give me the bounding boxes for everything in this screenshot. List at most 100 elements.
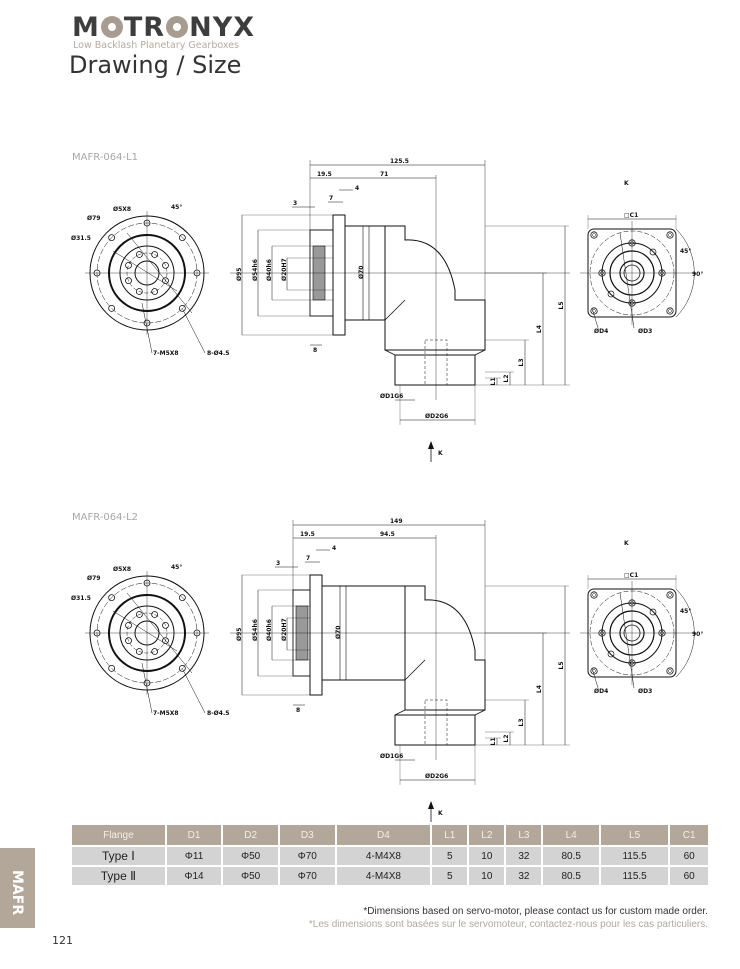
dim-7: 7 bbox=[306, 555, 310, 562]
pcd-outer-label: Ø79 bbox=[87, 215, 100, 222]
k-view-title: K bbox=[624, 540, 629, 547]
table-cell: 4-M4X8 bbox=[334, 845, 432, 866]
dim-8: 8 bbox=[296, 707, 300, 714]
dim-dia20: Ø20H7 bbox=[281, 618, 288, 641]
logo-part: NYX bbox=[189, 12, 256, 43]
view-arrow-icon bbox=[428, 801, 434, 822]
dim-L2: L2 bbox=[503, 735, 510, 743]
angle-45-label: 45° bbox=[680, 608, 691, 615]
dim-L3: L3 bbox=[518, 359, 525, 367]
k-view-title: K bbox=[624, 180, 629, 187]
c1-label: □C1 bbox=[624, 212, 638, 219]
table-cell: 80.5 bbox=[541, 845, 600, 866]
dim-4: 4 bbox=[355, 185, 359, 192]
dim-4: 4 bbox=[332, 545, 336, 552]
dim-a: 19.5 bbox=[300, 531, 315, 538]
column-header: L1 bbox=[430, 825, 469, 846]
pcd-inner-label: Ø31.5 bbox=[71, 595, 91, 602]
column-header: L2 bbox=[467, 825, 506, 846]
footnote-en: *Dimensions based on servo-motor, please… bbox=[363, 906, 708, 917]
dim-8: 8 bbox=[313, 347, 317, 354]
dim-L2: L2 bbox=[503, 375, 510, 383]
dim-D2: ØD2G6 bbox=[425, 773, 448, 780]
table-cell: 5 bbox=[430, 865, 469, 885]
dim-dia70: Ø70 bbox=[335, 626, 342, 639]
table-cell: 60 bbox=[668, 865, 708, 885]
dim-L4: L4 bbox=[536, 325, 543, 333]
arrow-label: K bbox=[438, 810, 443, 817]
angle-label: 45° bbox=[171, 204, 182, 211]
dim-L1: L1 bbox=[490, 738, 497, 746]
dim-3: 3 bbox=[276, 560, 280, 567]
table-cell: Φ50 bbox=[221, 865, 280, 885]
c1-label: □C1 bbox=[624, 572, 638, 579]
table-cell: Type Ⅰ bbox=[72, 845, 166, 866]
dim-L3: L3 bbox=[518, 719, 525, 727]
dim-a: 19.5 bbox=[317, 171, 332, 178]
table-cell: Φ11 bbox=[164, 845, 223, 866]
table-cell: 115.5 bbox=[598, 845, 670, 866]
model-title: MAFR-064-L1 bbox=[72, 152, 138, 163]
column-header: L5 bbox=[598, 825, 670, 846]
section-tab: MAFR bbox=[0, 848, 35, 928]
logo-part: T bbox=[123, 12, 144, 43]
pcd-inner-label: Ø31.5 bbox=[71, 235, 91, 242]
dim-L5: L5 bbox=[558, 302, 565, 310]
model-title: MAFR-064-L2 bbox=[72, 512, 138, 523]
table-cell: 32 bbox=[504, 845, 543, 866]
column-header: D1 bbox=[164, 825, 223, 846]
page-number: 121 bbox=[52, 934, 73, 947]
column-header: D3 bbox=[278, 825, 336, 846]
dim-dia54: Ø54h6 bbox=[252, 619, 259, 641]
dim-dia40: Ø40h6 bbox=[266, 619, 273, 641]
logo-gear-icon bbox=[100, 16, 123, 38]
d3-label: ØD3 bbox=[638, 328, 652, 335]
dim-L5: L5 bbox=[558, 662, 565, 670]
table-cell: Φ14 bbox=[164, 865, 223, 885]
angle-90-label: 90° bbox=[692, 271, 703, 278]
logo-part: M bbox=[72, 12, 100, 43]
angle-90-label: 90° bbox=[692, 631, 703, 638]
dim-dia70: Ø70 bbox=[358, 266, 365, 279]
table-cell: 80.5 bbox=[541, 865, 600, 885]
column-header: D4 bbox=[334, 825, 432, 846]
table-cell: 10 bbox=[467, 845, 506, 866]
view-arrow-icon bbox=[428, 441, 434, 462]
dim-dia95: Ø95 bbox=[236, 268, 243, 281]
dim-D1: ØD1G6 bbox=[380, 753, 403, 760]
dim-L1: L1 bbox=[490, 378, 497, 386]
table-cell: 32 bbox=[504, 865, 543, 885]
dim-total: 125.5 bbox=[390, 158, 409, 165]
logo-gear-icon bbox=[166, 16, 189, 38]
dim-dia95: Ø95 bbox=[236, 628, 243, 641]
d3-label: ØD3 bbox=[638, 688, 652, 695]
footnote-fr: *Les dimensions sont basées sur le servo… bbox=[308, 919, 708, 930]
table-cell: 115.5 bbox=[598, 865, 670, 885]
column-header: D2 bbox=[221, 825, 280, 846]
k-view: K □C1 45° 90° ØD4 ØD3 bbox=[580, 540, 703, 695]
column-header: Flange bbox=[72, 825, 166, 846]
column-header: L4 bbox=[541, 825, 600, 846]
column-header: L3 bbox=[504, 825, 543, 846]
table-cell: 4-M4X8 bbox=[334, 865, 432, 885]
dim-3: 3 bbox=[293, 200, 297, 207]
column-header: C1 bbox=[668, 825, 708, 846]
pcd-outer-label: Ø79 bbox=[87, 575, 100, 582]
thread-label: 7-M5X8 bbox=[153, 710, 179, 717]
dim-total: 149 bbox=[390, 518, 403, 525]
dim-b: 94.5 bbox=[380, 531, 395, 538]
d4-label: ØD4 bbox=[594, 688, 608, 695]
page-title: Drawing / Size bbox=[69, 51, 242, 79]
table-cell: 60 bbox=[668, 845, 708, 866]
